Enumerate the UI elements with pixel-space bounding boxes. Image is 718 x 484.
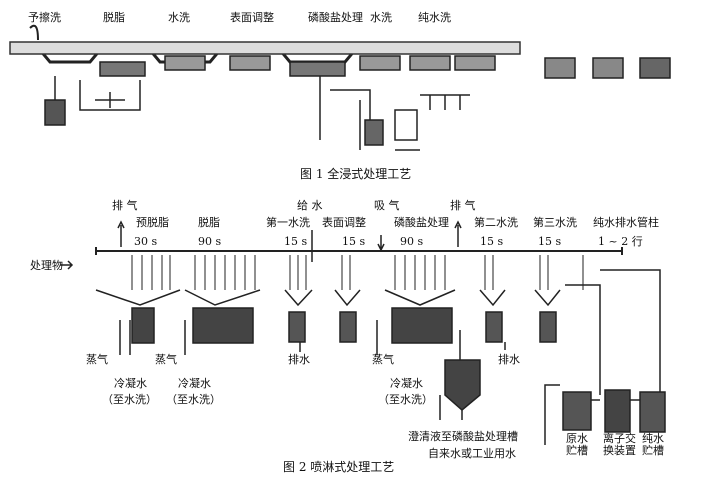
fig1-stage: 表面调整: [230, 11, 274, 24]
steam-label: 蒸气: [372, 353, 394, 366]
drain-label: 排水: [288, 353, 310, 366]
condensate-label: 冷凝水: [390, 377, 423, 390]
stage-time: 15 s: [480, 235, 504, 248]
arrow-icon: [60, 260, 74, 270]
stage-time: 15 s: [284, 235, 308, 248]
condensate-label: 冷凝水: [114, 377, 147, 390]
fig1-stage: 磷酸盐处理: [308, 11, 363, 24]
exhaust-label: 排 气: [450, 199, 476, 212]
fig1-stage: 纯水洗: [418, 11, 451, 24]
stage-time: 15 s: [342, 235, 366, 248]
clarified-liquid-label: 澄清液至磷酸盐处理槽: [408, 430, 518, 443]
to-rinse-label: （至水洗）: [166, 393, 221, 406]
workpiece-label: 处理物: [30, 259, 63, 272]
pure-water-tank-label: 纯水 贮槽: [642, 432, 664, 457]
fig1-stage: 水洗: [370, 11, 392, 24]
fig1-conveyor: [9, 24, 671, 151]
fig2-stage: 纯水排水管柱: [593, 216, 659, 229]
fig2-stage: 磷酸盐处理: [394, 216, 449, 229]
fig2-stage: 第三水洗: [533, 216, 577, 229]
steam-label: 蒸气: [86, 353, 108, 366]
exhaust-label: 排 气: [112, 199, 138, 212]
fig2-stage: 表面调整: [322, 216, 366, 229]
fig2-caption: 图 2 喷淋式处理工艺: [283, 460, 395, 474]
to-rinse-label: （至水洗）: [102, 393, 157, 406]
stage-time: 15 s: [538, 235, 562, 248]
stage-time: 90 s: [198, 235, 222, 248]
fig1-stage: 脱脂: [103, 11, 125, 24]
fig2-stage: 脱脂: [198, 216, 220, 229]
fig2-stage: 第二水洗: [474, 216, 518, 229]
stage-time: 1 ~ 2 行: [598, 235, 643, 248]
suction-label: 吸 气: [374, 199, 400, 212]
ion-exchange-label: 离子交 换装置: [603, 432, 636, 457]
drain-label: 排水: [498, 353, 520, 366]
to-rinse-label: （至水洗）: [378, 393, 433, 406]
fig2-conveyor: [60, 220, 666, 445]
fig2-stage: 第一水洗: [266, 216, 310, 229]
stage-time: 30 s: [134, 235, 158, 248]
fig1-stage: 予擦洗: [28, 11, 61, 24]
raw-water-tank-label: 原水 贮槽: [566, 432, 588, 457]
fig2-stage: 预脱脂: [136, 216, 169, 229]
fig1-caption: 图 1 全浸式处理工艺: [300, 167, 412, 181]
stage-time: 90 s: [400, 235, 424, 248]
water-supply-label: 给 水: [297, 199, 323, 212]
steam-label: 蒸气: [155, 353, 177, 366]
condensate-label: 冷凝水: [178, 377, 211, 390]
tap-water-label: 自来水或工业用水: [428, 447, 516, 460]
fig1-stage: 水洗: [168, 11, 190, 24]
